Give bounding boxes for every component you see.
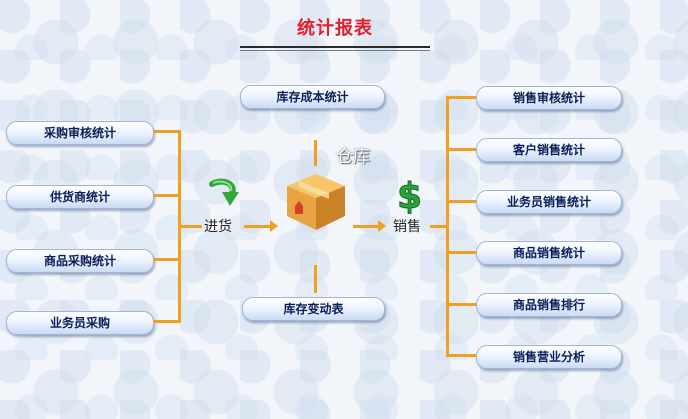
connector-right-3 [446, 200, 476, 203]
connector-right-5 [446, 303, 476, 306]
sales-business-analysis-button[interactable]: 销售营业分析 [476, 345, 622, 369]
salesperson-purchase-button[interactable]: 业务员采购 [6, 311, 154, 335]
arrow-head-icon [270, 220, 278, 232]
connector-right-4 [446, 251, 476, 254]
dollar-icon: $ [396, 174, 423, 218]
connector-top [314, 140, 317, 166]
product-purchase-stats-button[interactable]: 商品采购统计 [6, 249, 154, 273]
connector-left-mid [178, 225, 202, 228]
arrow-head-icon [378, 220, 386, 232]
box-icon [283, 168, 349, 234]
title-underline-thin [240, 50, 430, 51]
product-sales-stats-button[interactable]: 商品销售统计 [476, 241, 622, 265]
green-down-arrow-icon [206, 176, 240, 210]
connector-bottom [314, 265, 317, 293]
customer-sales-stats-button[interactable]: 客户销售统计 [476, 138, 622, 162]
connector-left-2 [153, 194, 180, 197]
connector-right-2 [446, 148, 476, 151]
sales-audit-stats-button[interactable]: 销售审核统计 [476, 86, 622, 110]
svg-text:$: $ [397, 176, 422, 214]
connector-left-1 [153, 130, 180, 133]
connector-right-1 [446, 96, 476, 99]
page-title: 统计报表 [297, 18, 373, 39]
purchase-label: 进货 [204, 219, 232, 235]
product-sales-ranking-button[interactable]: 商品销售排行 [476, 293, 622, 317]
connector-left-4 [153, 320, 180, 323]
inventory-change-table-button[interactable]: 库存变动表 [242, 297, 385, 321]
connector-right-mid [430, 225, 448, 228]
inventory-cost-stats-button[interactable]: 库存成本统计 [240, 85, 385, 109]
connector-right-6 [446, 354, 476, 357]
connector-left-3 [153, 258, 180, 261]
supplier-stats-button[interactable]: 供货商统计 [6, 185, 154, 209]
warehouse-label: 仓库 [336, 147, 370, 167]
sales-label: 销售 [393, 219, 421, 235]
connector-right-vertical [446, 96, 449, 356]
arrow-purchase-to-warehouse [244, 225, 274, 228]
arrow-warehouse-to-sales [353, 225, 381, 228]
purchase-audit-stats-button[interactable]: 采购审核统计 [6, 121, 154, 145]
salesperson-sales-stats-button[interactable]: 业务员销售统计 [476, 190, 622, 214]
title-underline [240, 46, 430, 48]
